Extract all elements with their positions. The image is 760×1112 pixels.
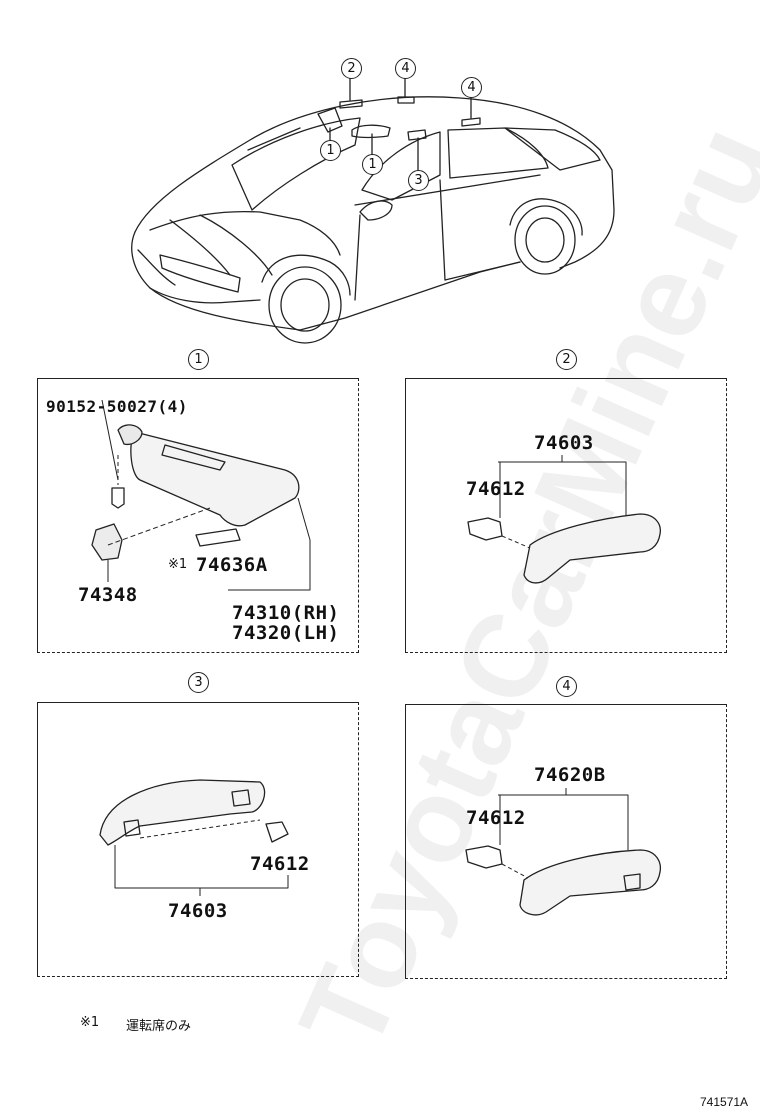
callout-1: 1 [320,140,341,161]
part-number-cap: 74612 [466,478,526,500]
panel-3-assist-grip [37,702,359,977]
callout-4: 4 [395,58,416,79]
panel-4-index: 4 [556,676,577,697]
panel-3-index: 3 [188,672,209,693]
callout-1: 1 [362,154,383,175]
panel-1-index: 1 [188,349,209,370]
panel-2-assist-grip [405,378,727,653]
part-number-holder: 74348 [78,584,138,606]
part-number-vanity-mirror: 74636A [196,554,268,576]
panel-4-assist-grip [405,704,727,979]
figure-id: 741571A [700,1095,749,1109]
callout-3: 3 [408,170,429,191]
part-number-grip: 74603 [168,900,228,922]
part-number-screw: 90152-50027(4) [46,397,188,416]
part-number-grip: 74620B [534,764,606,786]
part-number-cap: 74612 [250,853,310,875]
part-number-cap: 74612 [466,807,526,829]
part-number-visor-rh: 74310(RH) [232,602,340,624]
part-number-visor-lh: 74320(LH) [232,622,340,644]
panel-2-index: 2 [556,349,577,370]
part-number-grip: 74603 [534,432,594,454]
footnote-text: 運転席のみ [126,1019,192,1034]
callout-2: 2 [341,58,362,79]
callout-4: 4 [461,77,482,98]
footnote-mark: ※1 [80,1015,100,1030]
panel-1-sun-visor [37,378,359,653]
note-mark: ※1 [168,557,188,572]
